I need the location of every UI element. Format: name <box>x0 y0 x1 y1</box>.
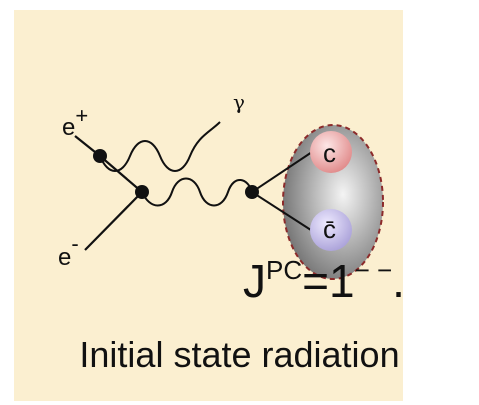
meson-blob <box>282 124 384 280</box>
anticharm-label: c̄ <box>323 214 336 244</box>
caption: Initial state radiation <box>79 334 400 375</box>
virtual-photon-line <box>141 177 253 207</box>
charm-label: c <box>323 138 336 168</box>
antiquark-line <box>251 191 315 233</box>
vertex-quark-pair <box>245 185 259 199</box>
electron-line <box>84 191 143 251</box>
vertex-isr <box>93 149 107 163</box>
jpc-quantum-numbers: JPC=1− −. <box>243 255 405 307</box>
anticharm-quark <box>310 209 352 251</box>
charm-quark <box>310 131 352 173</box>
fermion-propagator <box>99 155 143 193</box>
isr-photon-line <box>99 121 221 172</box>
electron-label: e- <box>58 231 79 271</box>
vertex-annihilation <box>135 185 149 199</box>
quark-line <box>251 151 313 193</box>
positron-label: e+ <box>62 103 89 141</box>
photon-label: γ <box>233 90 245 114</box>
